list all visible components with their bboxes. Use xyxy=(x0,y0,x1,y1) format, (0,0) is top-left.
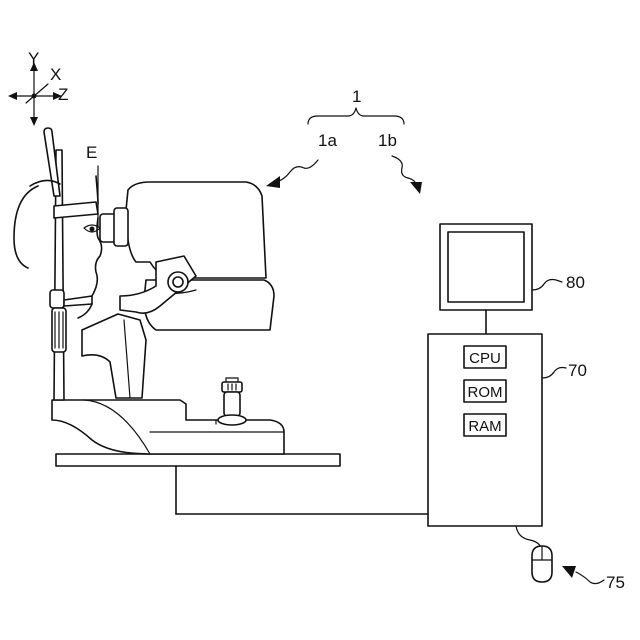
base-housing xyxy=(52,400,284,454)
pedestal xyxy=(82,314,146,398)
leader-70 xyxy=(542,368,566,379)
ophthalmic-apparatus: E xyxy=(14,128,340,514)
ram-label: RAM xyxy=(468,418,501,435)
system-label-group: 1 1a 1b xyxy=(266,87,422,194)
eye-label: E xyxy=(86,143,97,162)
sub-label-1b: 1b xyxy=(378,131,397,150)
control-unit: CPU ROM RAM 70 xyxy=(428,334,587,526)
optical-head xyxy=(126,182,266,278)
leader-1a xyxy=(276,160,318,182)
axis-x-label: X xyxy=(50,65,61,84)
monitor: 80 xyxy=(440,224,585,334)
cpu-label: CPU xyxy=(469,350,501,367)
leader-80 xyxy=(532,280,562,291)
head-support xyxy=(44,128,98,400)
monitor-frame xyxy=(440,224,532,310)
mouse: 75 xyxy=(516,526,625,592)
control-unit-label: 70 xyxy=(568,361,587,380)
axis-z-label: Z xyxy=(58,85,68,104)
system-brace xyxy=(308,108,404,124)
coordinate-axes: Y X Z xyxy=(8,49,68,126)
measuring-unit xyxy=(82,182,274,398)
rom-label: ROM xyxy=(468,384,503,401)
leader-1b xyxy=(392,156,416,186)
sub-label-1a: 1a xyxy=(318,131,337,150)
chin-rest xyxy=(64,296,92,306)
system-number: 1 xyxy=(352,87,361,106)
mouse-label: 75 xyxy=(606,573,625,592)
leader-75 xyxy=(576,572,604,584)
axis-y-label: Y xyxy=(28,49,39,68)
joystick xyxy=(218,378,246,425)
table-top xyxy=(56,454,340,466)
monitor-label: 80 xyxy=(566,273,585,292)
